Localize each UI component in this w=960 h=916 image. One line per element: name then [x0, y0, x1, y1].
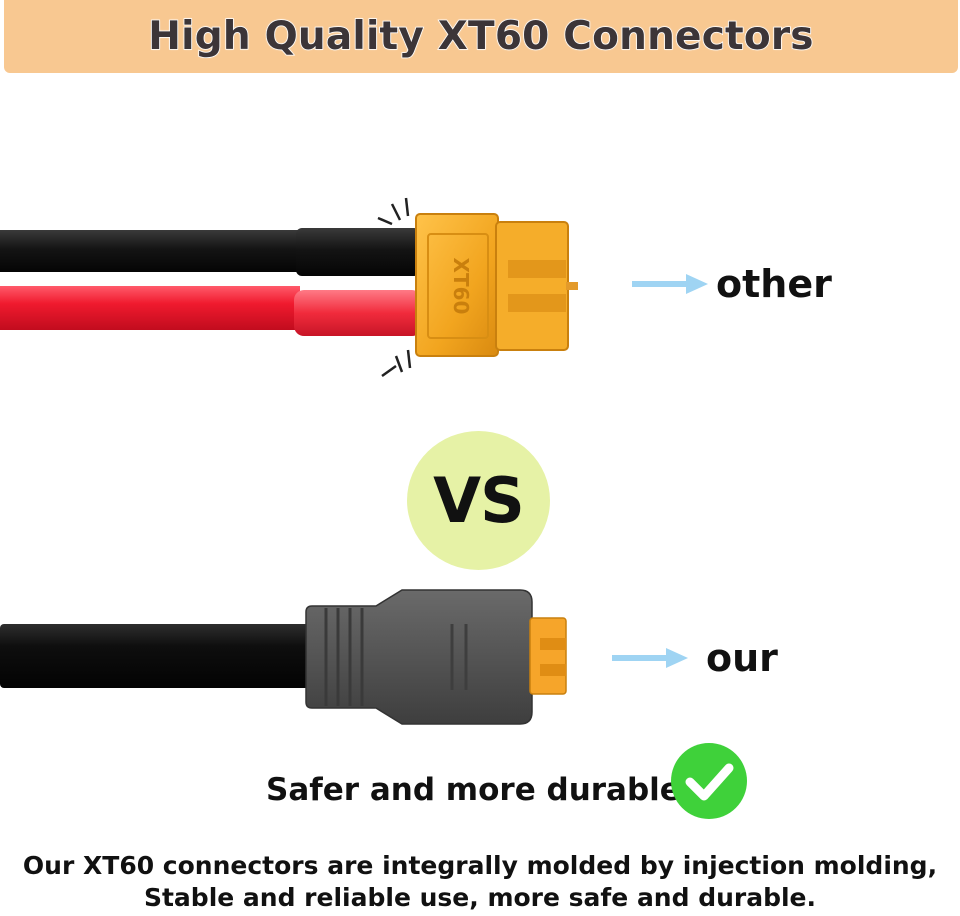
description: Our XT60 connectors are integrally molde…: [0, 850, 960, 914]
benefit-text: Safer and more durable: [266, 772, 681, 808]
red-heat-shrink: [294, 290, 422, 336]
check-icon: [671, 743, 747, 819]
our-arrow-icon: [612, 648, 688, 668]
yellow-plug-tip: [529, 617, 567, 695]
black-wire: [0, 230, 300, 272]
our-connector-illustration: [0, 589, 567, 725]
description-line-1: Our XT60 connectors are integrally molde…: [22, 851, 938, 880]
other-arrow-icon: [632, 274, 708, 294]
connector-marking: XT60: [449, 258, 473, 315]
stress-mark-top: [377, 197, 410, 226]
stress-mark-bottom: [381, 349, 412, 378]
vs-text: VS: [433, 464, 525, 537]
header-banner: High Quality XT60 Connectors: [4, 0, 958, 73]
description-line-2: Stable and reliable use, more safe and d…: [143, 883, 817, 912]
molded-housing: [305, 589, 533, 725]
our-label: our: [706, 636, 778, 680]
red-wire: [0, 286, 300, 330]
other-connector-illustration: XT60: [0, 197, 578, 378]
banner-title: High Quality XT60 Connectors: [148, 13, 815, 60]
vs-badge: VS: [407, 431, 550, 570]
black-cable: [0, 624, 330, 688]
other-label: other: [716, 262, 832, 306]
yellow-connector-front: [495, 221, 569, 351]
black-heat-shrink: [296, 228, 420, 276]
